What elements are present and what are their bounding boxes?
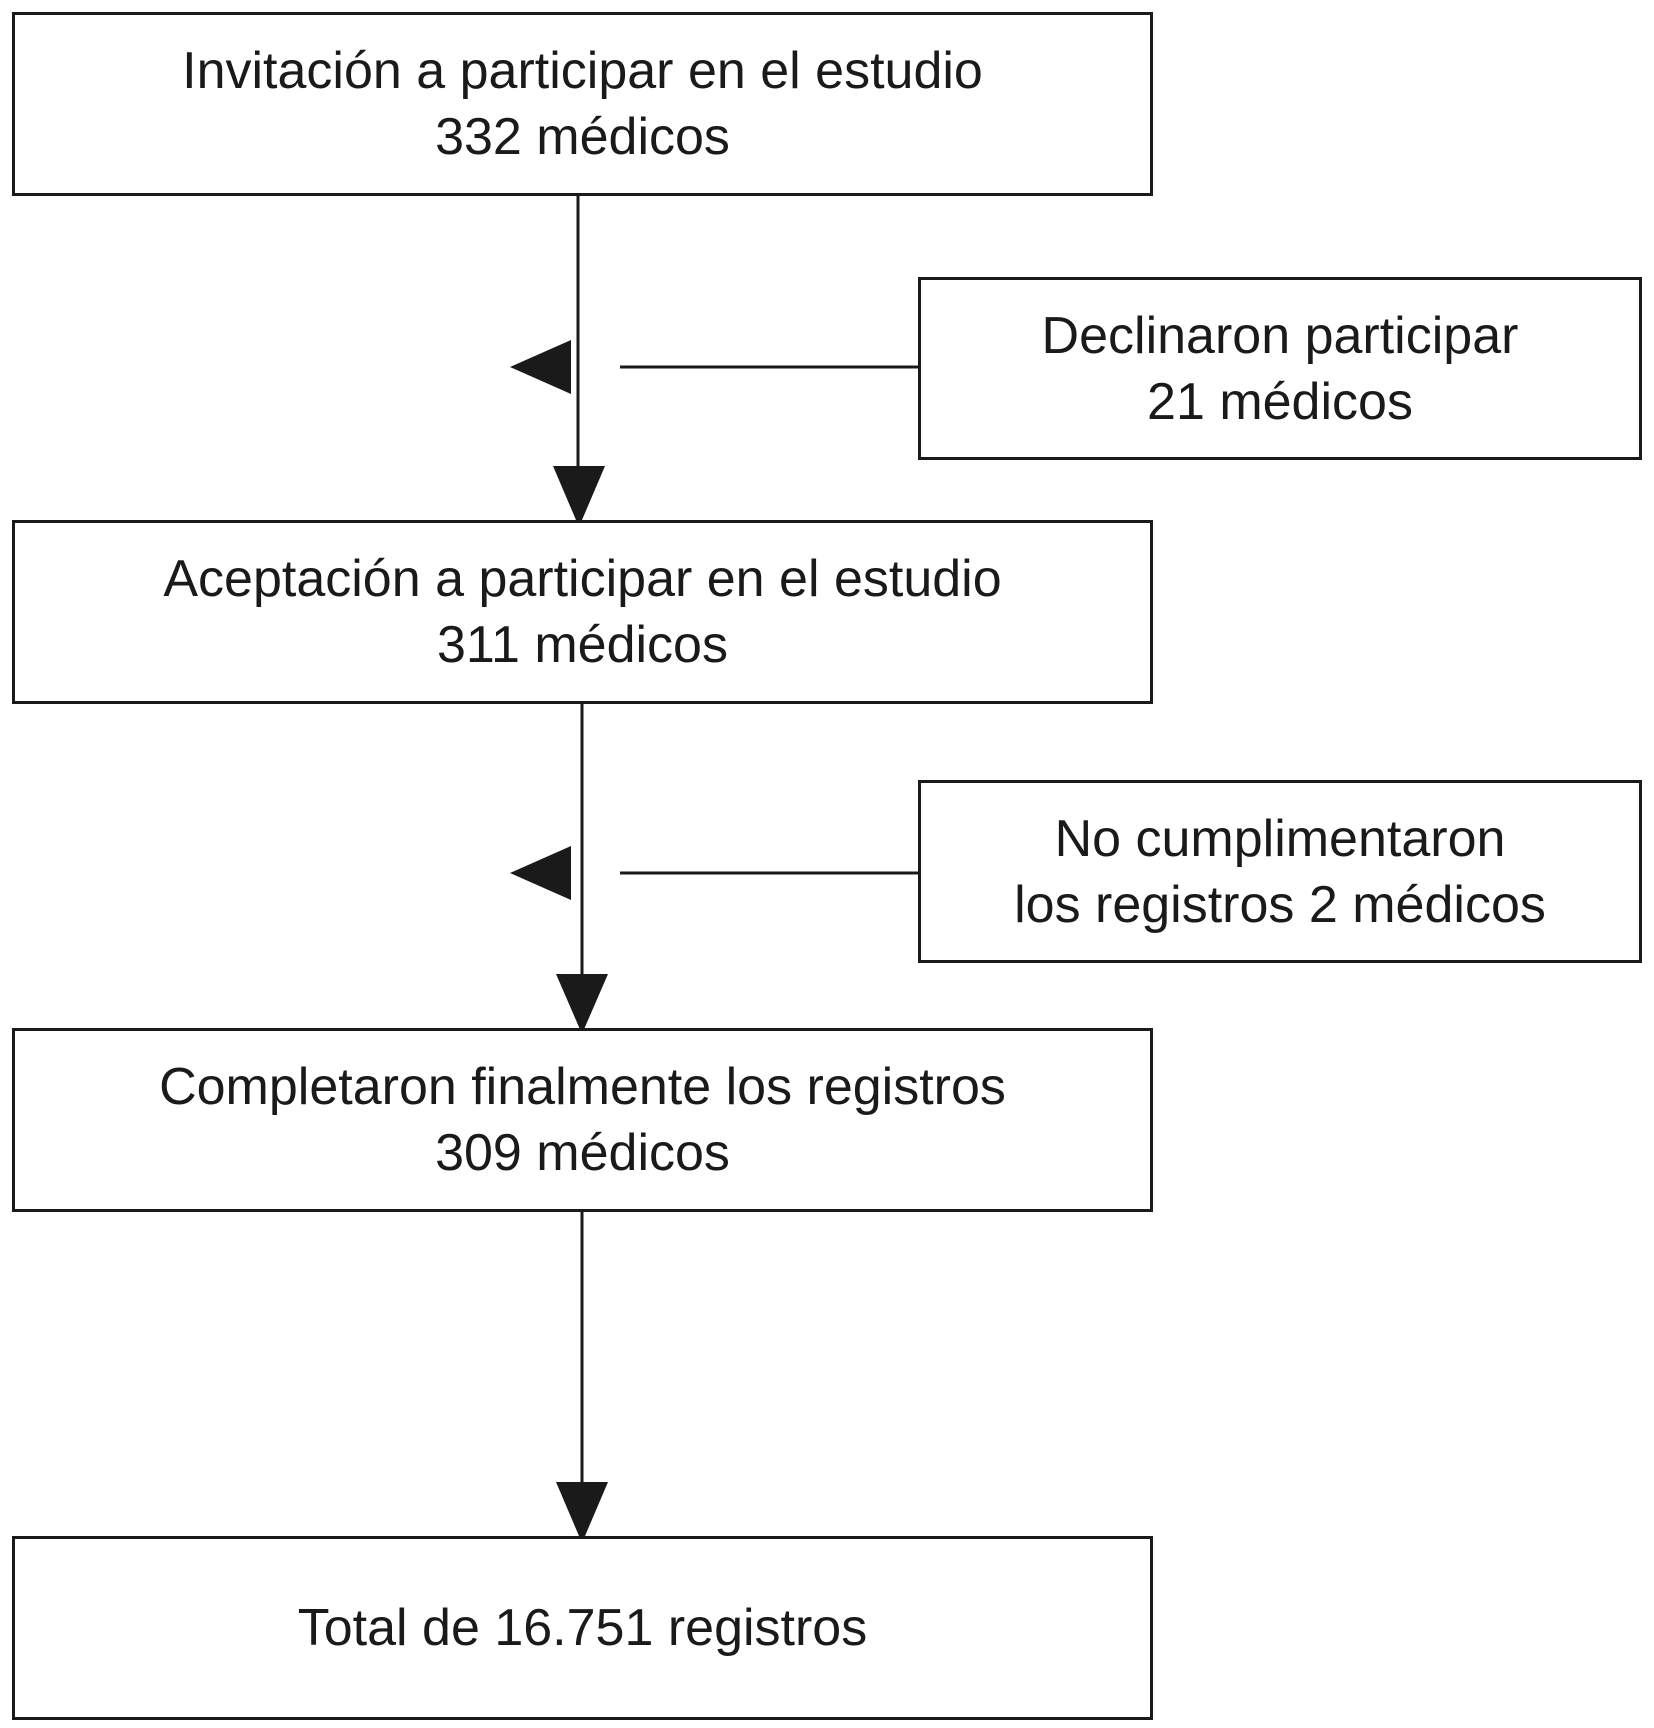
arrowhead-left-declined	[510, 340, 571, 394]
arrowhead-down-total	[556, 1482, 608, 1543]
arrowhead-down-accepted	[553, 466, 605, 527]
declined-label: Declinaron participar	[1041, 306, 1519, 365]
accepted-label: Aceptación a participar en el estudio	[163, 550, 1002, 608]
box-total: Total de 16.751 registros	[12, 1536, 1153, 1720]
declined-count: 21 médicos	[1147, 372, 1413, 431]
total-label: Total de 16.751 registros	[297, 1599, 868, 1657]
box-declined: Declinaron participar 21 médicos	[918, 277, 1642, 460]
accepted-count: 311 médicos	[437, 616, 728, 674]
incomplete-label: No cumplimentaron	[1054, 809, 1506, 868]
box-accepted: Aceptación a participar en el estudio 31…	[12, 520, 1153, 704]
invitation-label: Invitación a participar en el estudio	[182, 42, 983, 100]
completed-label: Completaron finalmente los registros	[159, 1058, 1006, 1116]
incomplete-count: los registros 2 médicos	[1014, 875, 1546, 934]
arrowhead-left-incomplete	[510, 846, 571, 900]
completed-count: 309 médicos	[435, 1124, 730, 1182]
box-invitation: Invitación a participar en el estudio 33…	[12, 12, 1153, 196]
box-incomplete: No cumplimentaron los registros 2 médico…	[918, 780, 1642, 963]
invitation-count: 332 médicos	[435, 108, 730, 166]
box-completed: Completaron finalmente los registros 309…	[12, 1028, 1153, 1212]
arrowhead-down-completed	[556, 974, 608, 1034]
